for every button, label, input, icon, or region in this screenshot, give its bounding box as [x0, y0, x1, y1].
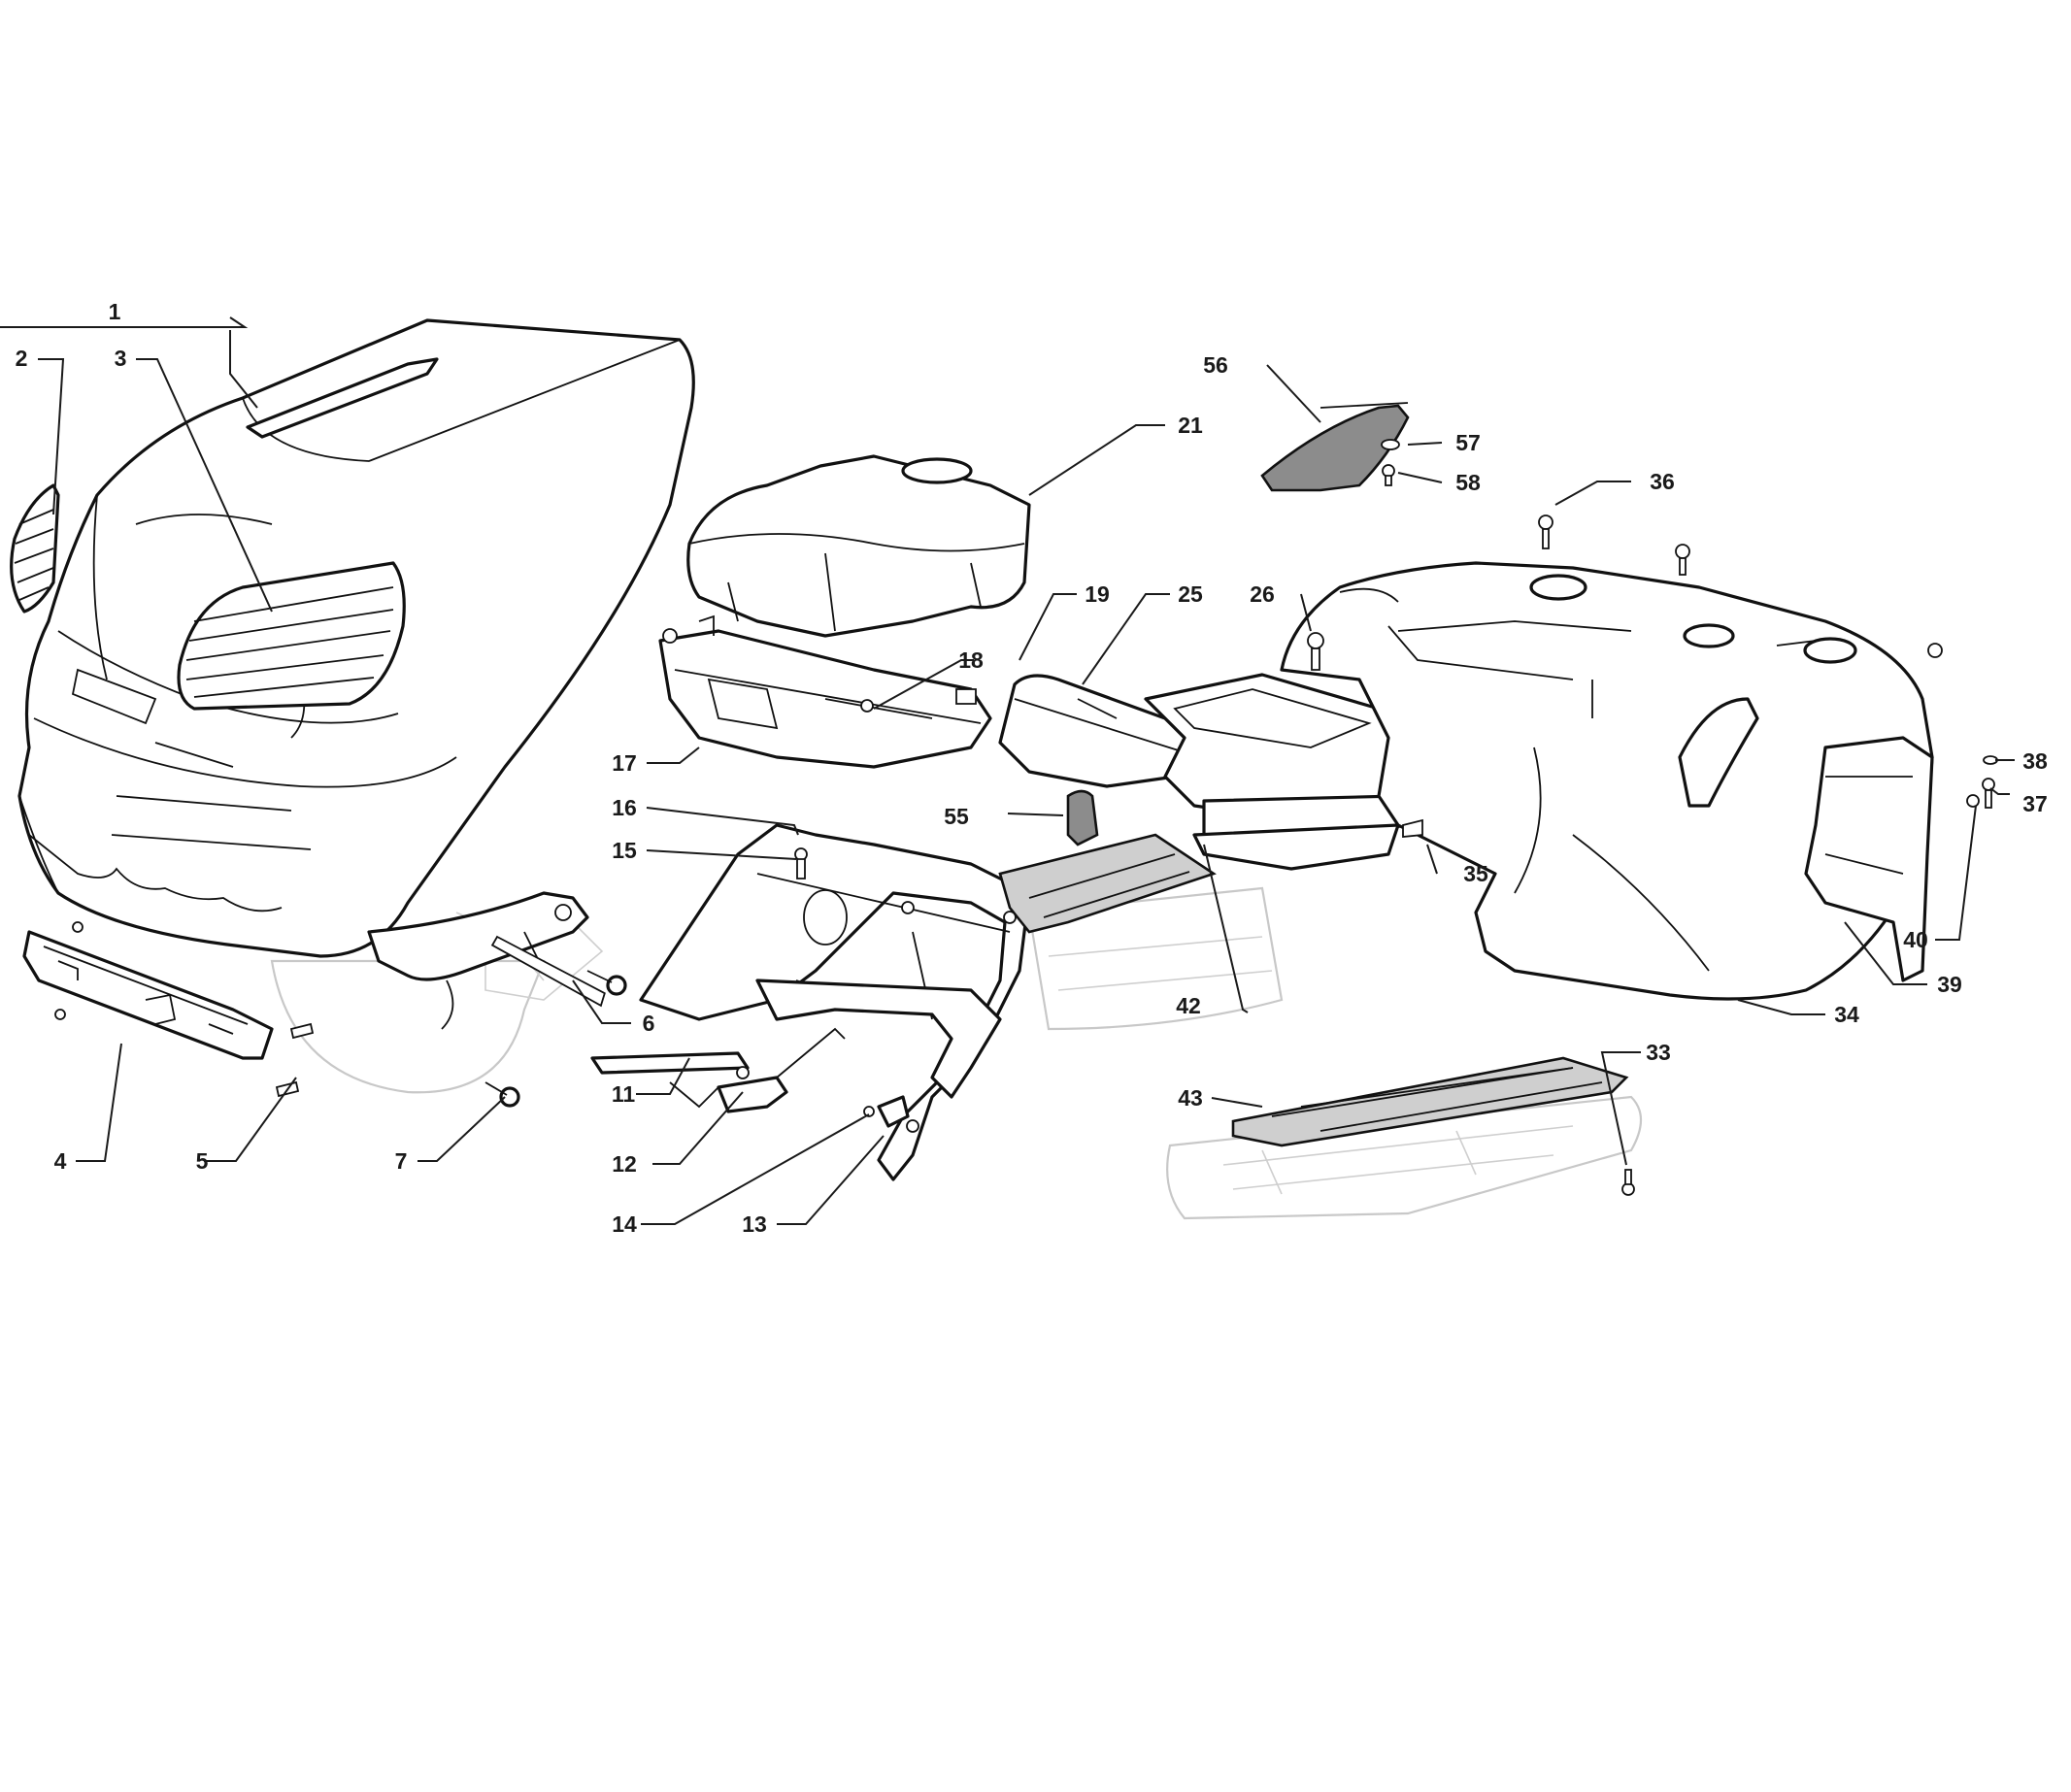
- callout-4: 4: [54, 1148, 67, 1174]
- ghost-chassis-front: [270, 912, 604, 1094]
- screw-part-14: [863, 1106, 875, 1117]
- callout-17: 17: [612, 750, 637, 776]
- front-cover-panel: [755, 979, 1002, 1099]
- callout-38: 38: [2022, 748, 2048, 774]
- pad-part-55: [1066, 789, 1099, 846]
- callout-34: 34: [1834, 1002, 1859, 1027]
- callout-13: 13: [742, 1211, 767, 1237]
- bracket-part-12: [717, 1027, 846, 1113]
- ghost-floor-frame: [1027, 886, 1284, 1031]
- dash-panel: [658, 614, 992, 769]
- bolt-part-7: [484, 935, 627, 1108]
- callout-33: 33: [1646, 1040, 1671, 1065]
- callout-2: 2: [16, 346, 28, 371]
- callout-18: 18: [958, 647, 984, 673]
- callout-57: 57: [1455, 430, 1481, 455]
- screw-part-33: [1621, 1169, 1635, 1196]
- callout-19: 19: [1085, 581, 1110, 607]
- callout-35: 35: [1463, 861, 1488, 886]
- callout-56: 56: [1203, 352, 1228, 378]
- callout-39: 39: [1937, 972, 1962, 997]
- callout-43: 43: [1178, 1085, 1203, 1111]
- rear-bracket: [1804, 736, 1934, 982]
- headlight-lens: [177, 561, 406, 711]
- callout-25: 25: [1178, 581, 1203, 607]
- rear-fender: [1280, 561, 1934, 1001]
- screws-part-5: [275, 1022, 315, 1098]
- hood-bracket: [22, 921, 274, 1060]
- callout-12: 12: [612, 1151, 637, 1177]
- callout-5: 5: [196, 1148, 209, 1174]
- hood-hinge: [367, 891, 589, 1030]
- callout-11: 11: [612, 1081, 636, 1107]
- callout-36: 36: [1650, 469, 1675, 494]
- console-panel: [998, 674, 1196, 788]
- callout-16: 16: [612, 795, 637, 820]
- clip-part-35: [1402, 818, 1423, 838]
- callout-7: 7: [395, 1148, 408, 1174]
- callout-15: 15: [612, 838, 637, 863]
- callout-21: 21: [1178, 413, 1203, 438]
- center-console-box: [1144, 673, 1410, 871]
- pedal-part-11: [590, 1051, 750, 1109]
- callout-labels: 1 2 3 4 5 6 7 11 12 13 14 15 16 17 18 19…: [16, 299, 2048, 1237]
- ghost-footrest-frame: [1166, 1095, 1642, 1220]
- callout-58: 58: [1455, 470, 1481, 495]
- bolt-part-26: [1307, 632, 1324, 671]
- callout-14: 14: [612, 1211, 637, 1237]
- fasteners-part-37-38-40: [1966, 755, 1998, 809]
- callout-42: 42: [1176, 993, 1201, 1018]
- clip-part-13: [877, 1095, 919, 1133]
- seat-pad-part-56: [1260, 402, 1410, 492]
- callout-55: 55: [944, 804, 969, 829]
- screws-part-36: [1538, 514, 1943, 658]
- footrest-mat-part-43: [1231, 1056, 1629, 1147]
- tank-cover: [686, 454, 1031, 638]
- leader-lines: [0, 316, 2015, 1225]
- screws-part-15-16: [794, 847, 1017, 924]
- front-grille: [10, 483, 60, 614]
- callout-37: 37: [2022, 791, 2048, 816]
- washer-screw-part-57-58: [1381, 439, 1400, 486]
- bracket-part-18: [860, 688, 977, 713]
- callout-1: 1: [109, 299, 121, 324]
- callout-40: 40: [1903, 927, 1928, 952]
- callout-26: 26: [1250, 581, 1275, 607]
- callout-3: 3: [115, 346, 127, 371]
- callout-6: 6: [643, 1011, 655, 1036]
